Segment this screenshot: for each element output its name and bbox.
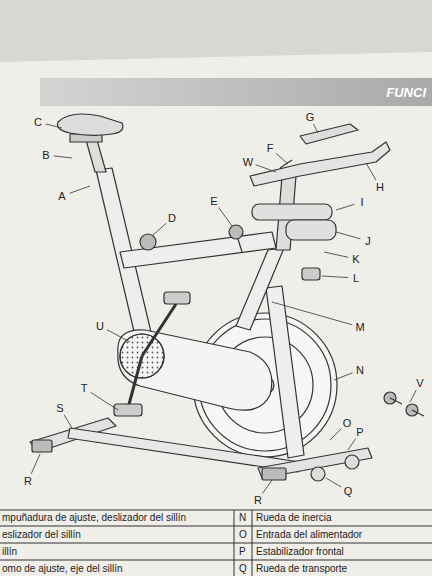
callout-letter: G xyxy=(306,112,315,123)
table-cell: Rueda de transporte xyxy=(256,564,347,574)
leader-line xyxy=(46,124,62,128)
leader-line xyxy=(322,276,348,278)
leader-line xyxy=(70,186,90,193)
section-heading: FUNCI xyxy=(386,85,426,100)
callout-letter: F xyxy=(267,143,274,154)
table-cell: O xyxy=(239,530,247,540)
table-cell: P xyxy=(239,547,246,557)
leader-line xyxy=(348,439,356,450)
callout-letter: N xyxy=(356,365,364,376)
header-band: FUNCI xyxy=(40,78,432,106)
callout-letter: Q xyxy=(344,486,353,497)
table-cell: Rueda de inercia xyxy=(256,513,332,523)
paper-sheet xyxy=(0,52,432,576)
leader-line xyxy=(324,252,348,257)
callout-letter: K xyxy=(352,254,359,265)
table-cell: Entrada del alimentador xyxy=(256,530,362,540)
leader-line xyxy=(336,204,354,210)
callout-letter: J xyxy=(365,236,371,247)
callout-letter: P xyxy=(356,427,363,438)
callout-letter: T xyxy=(81,383,88,394)
leader-line xyxy=(330,429,341,440)
callout-letter: V xyxy=(416,378,423,389)
callout-letter: H xyxy=(376,182,384,193)
parts-table-grid xyxy=(0,510,432,576)
leader-line xyxy=(276,153,288,164)
callout-letter: R xyxy=(24,476,32,487)
table-cell: mpuñadura de ajuste, deslizador del sill… xyxy=(2,513,186,523)
callout-letter: W xyxy=(243,157,253,168)
leader-line xyxy=(54,156,72,158)
callout-letter: U xyxy=(96,321,104,332)
callout-letter: L xyxy=(353,273,359,284)
callout-letter: S xyxy=(56,403,63,414)
leader-line xyxy=(256,165,276,172)
leader-line xyxy=(334,373,353,380)
table-cell: N xyxy=(239,513,246,523)
callout-letter: D xyxy=(168,213,176,224)
leader-line xyxy=(64,415,72,428)
callout-letter: R xyxy=(254,495,262,506)
table-cell: Q xyxy=(239,564,247,574)
bike-lines xyxy=(30,114,424,481)
leader-line xyxy=(152,223,166,236)
callout-letter: M xyxy=(355,322,364,333)
callout-letter: A xyxy=(58,191,65,202)
leader-line xyxy=(91,392,118,410)
callout-letter: C xyxy=(34,117,42,128)
leader-line xyxy=(314,124,318,133)
callout-letter: I xyxy=(360,197,363,208)
callout-letter: B xyxy=(42,150,49,161)
leader-lines xyxy=(31,124,416,494)
leader-line xyxy=(107,330,130,342)
leader-line xyxy=(219,207,232,226)
leader-line xyxy=(366,163,376,180)
table-cell: eslizador del sillín xyxy=(2,530,81,540)
leader-line xyxy=(326,478,341,487)
leader-line xyxy=(336,232,360,239)
table-cell: Estabilizador frontal xyxy=(256,547,344,557)
table-cell: omo de ajuste, eje del sillín xyxy=(2,564,123,574)
callout-letter: O xyxy=(343,418,352,429)
callout-letter: E xyxy=(210,196,217,207)
leader-line xyxy=(272,302,352,325)
leader-line xyxy=(31,454,40,474)
table-cell: illín xyxy=(2,547,17,557)
leader-line xyxy=(410,390,416,402)
leader-line xyxy=(263,480,272,493)
